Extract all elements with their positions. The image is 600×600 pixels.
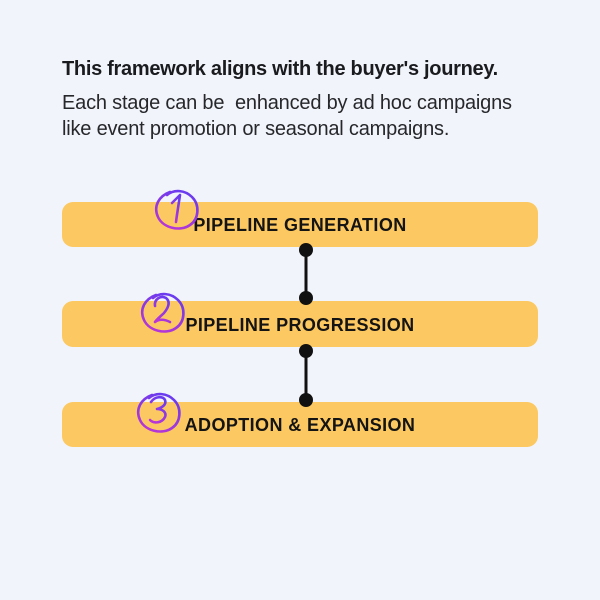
connector-2	[299, 344, 313, 407]
stage-label: PIPELINE PROGRESSION	[185, 314, 415, 335]
subtitle-line-1: Each stage can be enhanced by ad hoc cam…	[62, 92, 512, 114]
stage-bar-pipeline-progression: PIPELINE PROGRESSION	[62, 301, 538, 347]
stage-bar-adoption-expansion: ADOPTION & EXPANSION	[62, 402, 538, 447]
connector-1	[299, 243, 313, 305]
page-title: This framework aligns with the buyer's j…	[62, 58, 498, 80]
stage-label: PIPELINE GENERATION	[193, 215, 407, 235]
page-subtitle: Each stage can be enhanced by ad hoc cam…	[62, 90, 552, 142]
stage-bar-pipeline-generation: PIPELINE GENERATION	[62, 202, 538, 247]
subtitle-line-2: like event promotion or seasonal campaig…	[62, 118, 450, 140]
stage-label: ADOPTION & EXPANSION	[184, 415, 416, 435]
